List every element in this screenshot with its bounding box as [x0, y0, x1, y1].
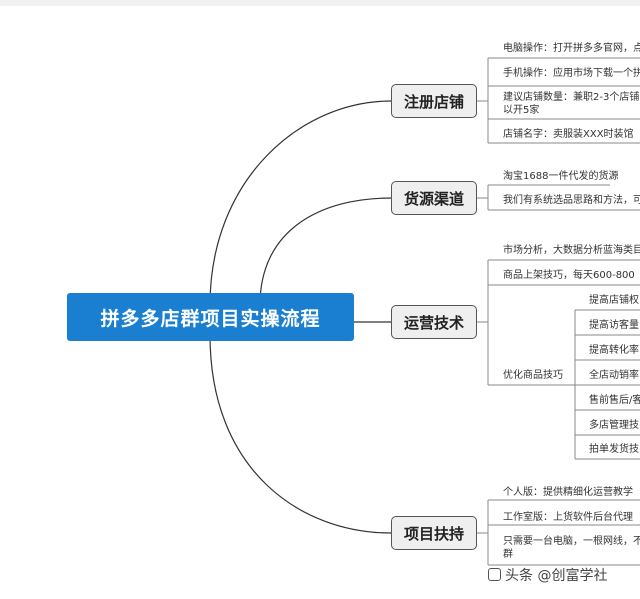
subleaf-youhua-7[interactable]: 拍单发货技: [589, 444, 639, 455]
connector-root-fuchi: [209, 334, 392, 534]
leaf-zhuce-3[interactable]: 建议店铺数量：兼职2-3个店铺，: [503, 92, 640, 103]
root-node[interactable]: 拼多多店群项目实操流程: [67, 293, 354, 341]
leaf-zhuce-1[interactable]: 电脑操作：打开拼多多官网，点: [503, 43, 640, 54]
branch-huoyuan-qudao[interactable]: 货源渠道: [391, 181, 477, 215]
leaf-zhuce-4[interactable]: 店铺名字：卖服装XXX时装馆: [503, 129, 634, 140]
connector-yunying-leaves: [477, 259, 640, 386]
leaf-yunying-1[interactable]: 市场分析，大数据分析蓝海类目: [503, 245, 640, 256]
leaf-yunying-3[interactable]: 优化商品技巧: [503, 370, 563, 381]
subleaf-youhua-1[interactable]: 提高店铺权: [589, 295, 639, 306]
connector-root-huoyuan: [259, 197, 392, 306]
connector-zhuce-leaves: [477, 57, 640, 144]
subleaf-youhua-5[interactable]: 售前售后/客: [589, 395, 640, 406]
connector-root-zhuce: [209, 100, 392, 306]
leaf-fuchi-1[interactable]: 个人版：提供精细化运营教学: [503, 487, 633, 498]
branch-yunying-jishu[interactable]: 运营技术: [391, 305, 477, 339]
leaf-fuchi-2[interactable]: 工作室版：上货软件后台代理: [503, 512, 633, 523]
subleaf-youhua-4[interactable]: 全店动销率: [589, 370, 639, 381]
branch-xiangmu-fuchi[interactable]: 项目扶持: [391, 516, 477, 550]
leaf-huoyuan-2[interactable]: 我们有系统选品思路和方法，可: [503, 195, 640, 206]
leaf-zhuce-3b[interactable]: 以开5家: [503, 105, 540, 116]
top-bar: [0, 0, 640, 6]
subleaf-youhua-3[interactable]: 提高转化率: [589, 345, 639, 356]
leaf-huoyuan-1[interactable]: 淘宝1688一件代发的货源: [503, 171, 619, 182]
leaf-zhuce-2[interactable]: 手机操作：应用市场下载一个拼: [503, 68, 640, 79]
leaf-fuchi-3[interactable]: 只需要一台电脑，一根网线，不: [503, 536, 640, 547]
leaf-fuchi-3b[interactable]: 群: [503, 549, 513, 560]
watermark-logo-icon: [488, 568, 501, 581]
subleaf-youhua-2[interactable]: 提高访客量: [589, 320, 639, 331]
connector-youhua-sub: [574, 309, 640, 460]
connector-fuchi-leaves: [477, 499, 640, 566]
leaf-yunying-2[interactable]: 商品上架技巧，每天600-800: [503, 270, 635, 281]
branch-zhuce-dianpu[interactable]: 注册店铺: [391, 84, 477, 118]
subleaf-youhua-6[interactable]: 多店管理技: [589, 420, 639, 431]
watermark-text: 头条 @创富学社: [505, 568, 608, 584]
connector-huoyuan-leaves: [477, 184, 640, 211]
